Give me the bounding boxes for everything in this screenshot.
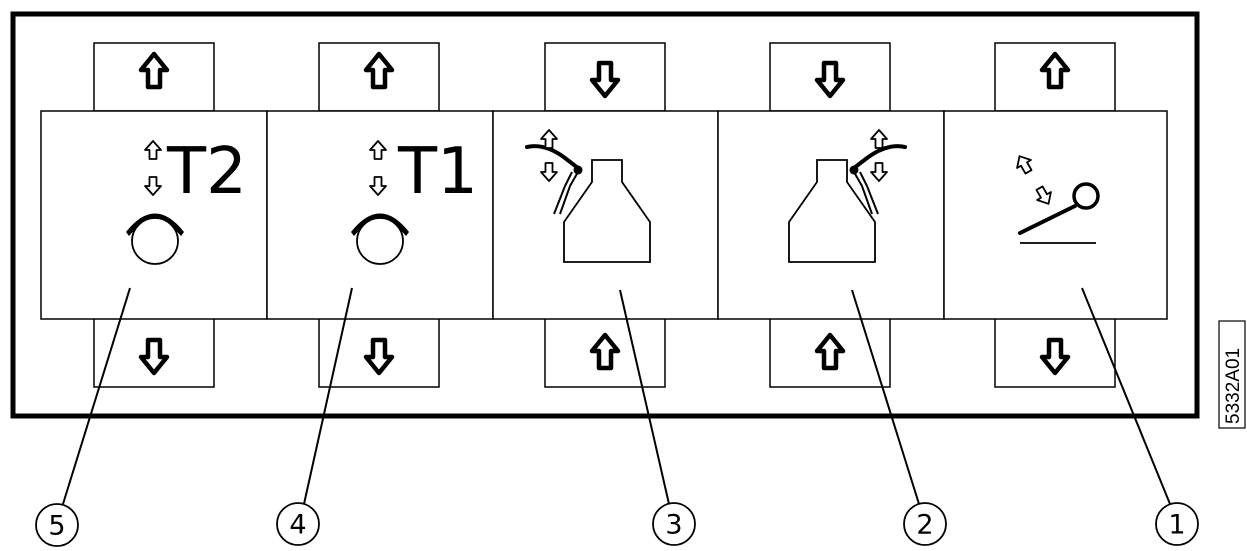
key-3: 3 <box>492 42 719 546</box>
callout-1-label: 1 <box>1168 510 1185 541</box>
key-4-leader-line <box>303 287 353 505</box>
left-guide-icon <box>525 129 651 263</box>
key-5-leader-line <box>62 287 131 505</box>
callout-4-label: 4 <box>289 510 306 541</box>
key-1: 1 <box>943 42 1199 546</box>
callout-5-label: 5 <box>48 511 65 542</box>
key-3-leader-line <box>619 289 670 505</box>
callout-4-circle <box>276 502 320 546</box>
right-guide-icon <box>788 129 907 263</box>
key-1-leader-line <box>1081 287 1171 505</box>
figure-code: 5332A01 <box>1223 348 1244 424</box>
figure-code-box <box>1218 320 1246 429</box>
callout-3-label: 3 <box>665 510 682 541</box>
key-5: T2 5 <box>35 42 268 547</box>
callout-5-circle <box>35 503 79 547</box>
key-2: 2 <box>717 42 947 546</box>
pressure-roller-icon <box>1011 151 1100 244</box>
callout-1-circle <box>1155 502 1199 546</box>
roller-t2-icon <box>126 140 184 265</box>
key-5-badge: T2 <box>166 135 247 209</box>
key-2-leader-line <box>851 289 920 505</box>
callout-2-label: 2 <box>916 510 933 541</box>
key-4-badge: T1 <box>397 135 478 209</box>
callout-2-circle <box>903 502 947 546</box>
key-4: T1 4 <box>266 42 494 546</box>
roller-t1-icon <box>351 140 409 265</box>
callout-3-circle <box>652 502 696 546</box>
